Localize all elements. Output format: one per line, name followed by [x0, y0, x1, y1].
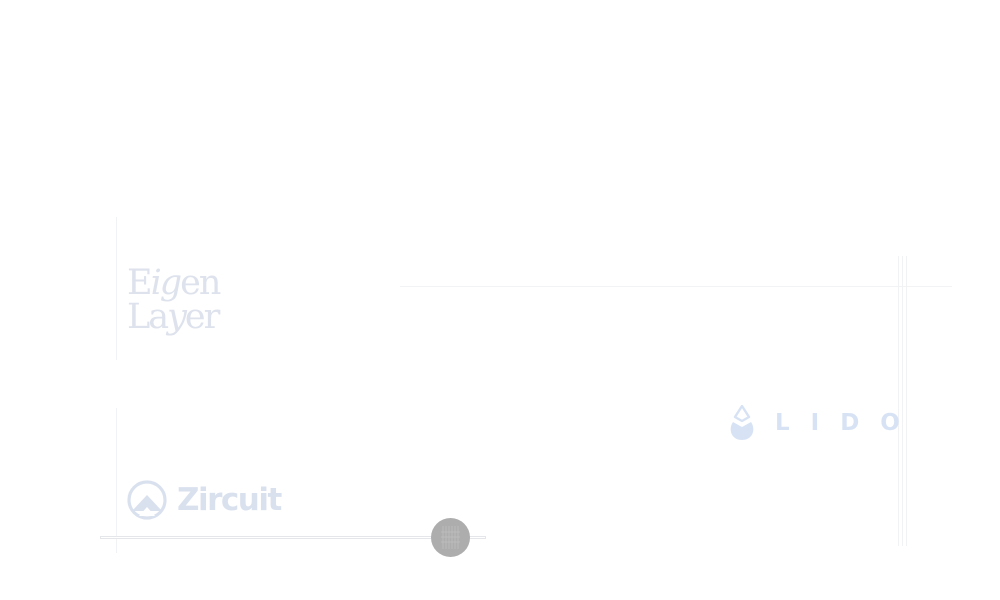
divider-horizontal [400, 286, 952, 287]
zircuit-mountain-icon [127, 480, 167, 520]
eigenlayer-logo-text: en [180, 263, 221, 303]
divider-left-bottom [116, 408, 117, 553]
divider-right-3 [906, 256, 907, 546]
divider-left-top [116, 217, 117, 360]
zircuit-logo: Zircuit [127, 479, 282, 521]
eigenlayer-logo-text: La [127, 297, 169, 337]
eigenlayer-logo-line-1: Eigen [127, 263, 223, 303]
eigenlayer-logo-text: E [127, 263, 153, 303]
lido-wordmark: LIDO [775, 410, 921, 436]
carousel-slider-track[interactable] [100, 536, 486, 539]
eigenlayer-logo-line-2: Layer [127, 297, 223, 337]
carousel-slider-thumb[interactable] [431, 518, 470, 557]
eigenlayer-logo-text: y [167, 297, 187, 337]
lido-drop-icon [730, 405, 754, 440]
lido-logo: LIDO [729, 404, 921, 442]
eigenlayer-logo-text: er [184, 297, 220, 337]
divider-right-1 [898, 256, 899, 546]
eigenlayer-logo: Eigen Layer [127, 266, 223, 340]
eigenlayer-logo-text: ig [150, 263, 183, 303]
divider-right-2 [902, 256, 903, 546]
zircuit-wordmark: Zircuit [177, 482, 282, 518]
slider-grip-icon [441, 526, 460, 549]
